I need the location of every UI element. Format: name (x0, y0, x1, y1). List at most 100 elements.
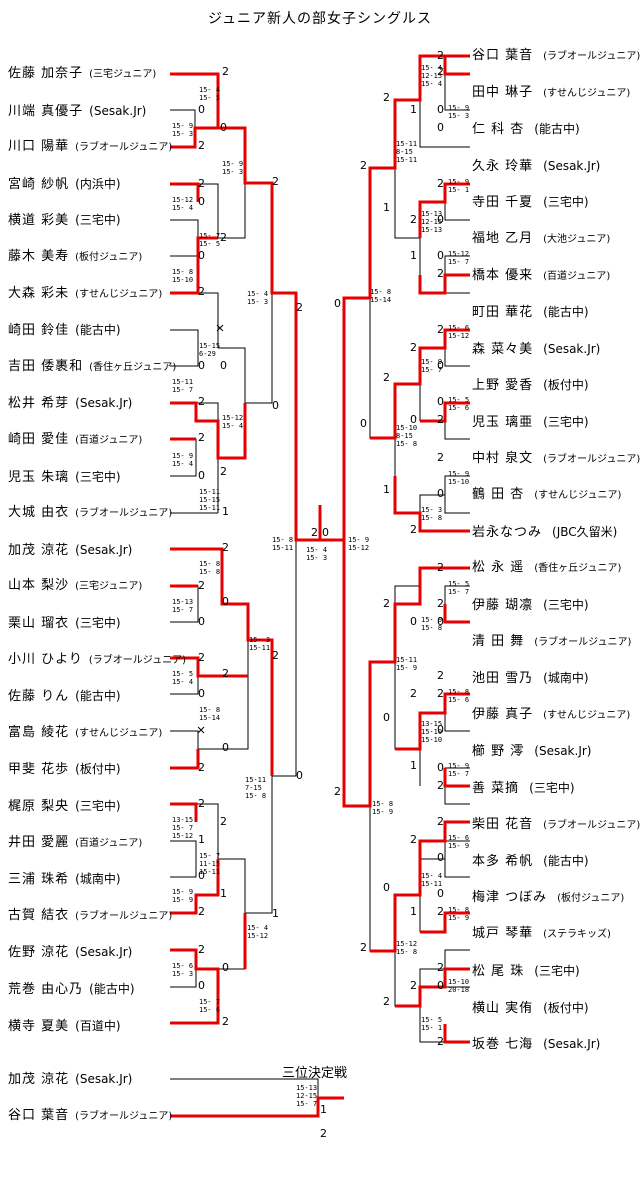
score-mark: 0 (322, 526, 329, 539)
score-mark: 2 (383, 91, 390, 104)
player-name: 梶原 梨央 (8, 799, 70, 814)
player-team: (ラブオールジュニア) (75, 508, 173, 520)
score-mark: 2 (410, 523, 417, 536)
player-entry: 伊藤 真子(すせんじジュニア) (472, 707, 630, 724)
score-mark: 2 (410, 833, 417, 846)
player-name: 宮崎 紗帆 (8, 176, 70, 192)
score-mark: 2 (410, 213, 417, 226)
player-entry: 児玉 璃亜(三宅中) (472, 414, 589, 431)
player-team: (Sesak.Jr) (543, 1037, 601, 1052)
score-mark: 2 (220, 815, 227, 828)
score-mark: 2 (198, 285, 205, 298)
score-mark: 0 (437, 103, 444, 116)
player-name: 甲斐 花歩 (8, 762, 70, 778)
score-mark: 2 (437, 669, 444, 682)
player-team: (Sesak.Jr) (543, 158, 601, 173)
player-entry: 鶴 田 杏(すせんじジュニア) (472, 487, 621, 504)
player-entry: 善 菜摘(三宅中) (472, 780, 575, 797)
player-name: 岩永なつみ (472, 524, 543, 540)
score-mark: 2 (198, 905, 205, 918)
player-name: 川口 陽華 (8, 139, 70, 155)
score-mark: 2 (437, 177, 444, 190)
score-mark: 2 (437, 815, 444, 828)
score-mark: 0 (198, 195, 205, 208)
score-mark: 0 (198, 103, 205, 116)
player-name: 大森 彩未 (8, 285, 70, 301)
set-scores: 15-10 20-18 (448, 978, 470, 994)
player-entry: 佐藤 りん(能古中) (8, 688, 121, 705)
set-scores: 15- 4 15- 3 (306, 546, 328, 562)
score-mark: 2 (198, 431, 205, 444)
score-mark: 2 (437, 1035, 444, 1048)
set-scores: 15- 6 15- 9 (448, 834, 470, 850)
player-team: (城南中) (543, 671, 589, 686)
player-entry: 加茂 涼花(Sesak.Jr) (8, 542, 132, 559)
player-team: (すせんじジュニア) (75, 288, 163, 300)
set-scores: 15- 9 15-10 (448, 470, 470, 486)
score-mark: 2 (383, 597, 390, 610)
set-scores: 15- 5 15- 7 (448, 580, 470, 596)
third-place-label: 三位決定戦 (282, 1066, 348, 1081)
player-team: (能古中) (89, 982, 135, 996)
score-mark: 0 (383, 711, 390, 724)
player-entry: 川口 陽華(ラブオールジュニア) (8, 139, 172, 156)
player-entry: 中村 泉文(ラブオールジュニア) (472, 451, 640, 468)
set-scores: 15-15 6-29 (199, 342, 221, 358)
player-entry: 古賀 結衣(ラブオールジュニア) (8, 908, 172, 925)
player-entry: 藤木 美寿(板付ジュニア) (8, 249, 142, 266)
player-entry: 谷口 葉音(ラブオールジュニア) (472, 48, 640, 65)
player-team: (板付中) (543, 1000, 589, 1015)
player-team: (三宅中) (75, 616, 121, 630)
player-entry: 松井 希芽(Sesak.Jr) (8, 395, 132, 412)
set-scores: 15- 8 15-11 (272, 536, 294, 552)
player-name: 本多 希帆 (472, 854, 534, 870)
set-scores: 15- 9 15- 3 (448, 104, 470, 120)
score-mark: 0 (437, 487, 444, 500)
player-team: (百道ジュニア) (543, 270, 611, 282)
set-scores: 15- 9 15- 7 (421, 358, 443, 374)
player-team: (能古中) (543, 305, 589, 320)
player-name: 櫛 野 澪 (472, 744, 525, 760)
player-team: (香住ヶ丘ジュニア) (89, 361, 177, 373)
score-mark: 1 (320, 1103, 327, 1116)
player-name: 清 田 舞 (472, 633, 525, 649)
score-mark: 0 (437, 761, 444, 774)
player-entry: 荒巻 由心乃 (能古中) (8, 981, 135, 998)
score-mark: 2 (296, 301, 303, 314)
player-name: 佐野 涼花 (8, 945, 70, 961)
player-name: 池田 雪乃 (472, 671, 534, 687)
player-entry: 仁 科 杏(能古中) (472, 121, 580, 138)
score-mark: 2 (437, 49, 444, 62)
player-entry: 甲斐 花歩(板付中) (8, 761, 121, 778)
player-team: (城南中) (75, 872, 121, 887)
player-entry: 川端 真優子(Sesak.Jr) (8, 103, 146, 120)
player-name: 田中 琳子 (472, 84, 534, 100)
player-name: 荒巻 由心乃 (8, 982, 84, 997)
set-scores: 15- 4 15- 5 (199, 86, 221, 102)
score-mark: 2 (198, 139, 205, 152)
set-scores: 13-15 15-10 15-10 (421, 720, 443, 744)
player-name: 富島 綾花 (8, 724, 70, 740)
player-entry: 岩永なつみ(JBC久留米) (472, 524, 617, 541)
score-mark: 2 (437, 323, 444, 336)
score-mark: 0 (198, 687, 205, 700)
score-mark: 2 (222, 1015, 229, 1028)
score-mark: 2 (437, 413, 444, 426)
score-mark: 0 (198, 979, 205, 992)
player-team: (三宅中) (75, 469, 121, 484)
player-name: 佐藤 加奈子 (8, 66, 84, 81)
player-team: (ラブオールジュニア) (75, 910, 173, 922)
player-name: 森 菜々美 (472, 341, 534, 357)
set-scores: 15-11 15- 7 (172, 378, 194, 394)
player-team: (百道ジュニア) (75, 435, 143, 446)
player-team: (ラブオールジュニア) (543, 819, 640, 831)
player-team: (三宅中) (534, 964, 580, 978)
player-name: 橋本 優来 (472, 267, 534, 283)
player-entry: 寺田 千夏(三宅中) (472, 194, 589, 211)
set-scores: 15- 3 15- 8 (421, 506, 443, 522)
score-mark: 0 (437, 887, 444, 900)
set-scores: 15-12 15- 4 (222, 414, 244, 430)
player-name: 町田 華花 (472, 305, 534, 321)
player-team: (百道ジュニア) (75, 837, 143, 849)
